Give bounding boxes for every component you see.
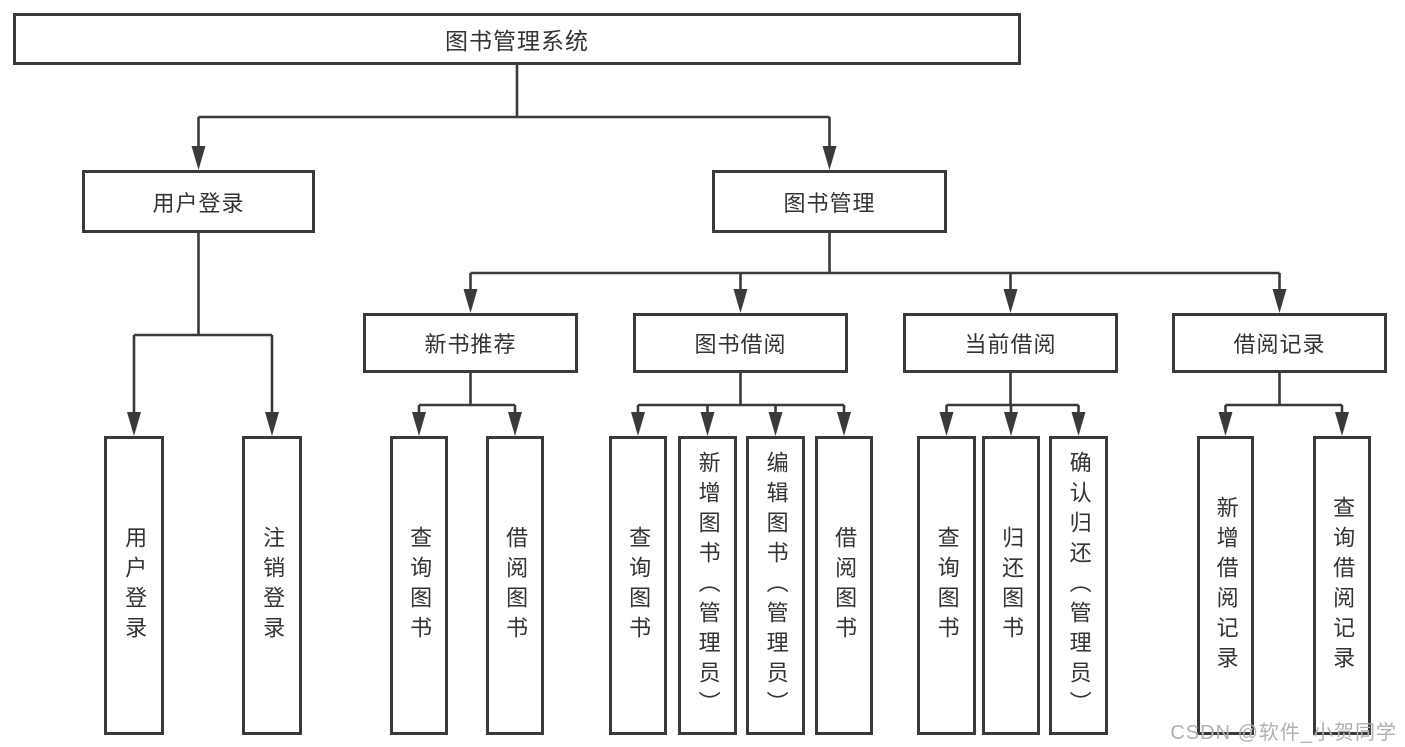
leaf-query-books-1: 查询图书 [390,436,448,735]
leaf-confirm-return-admin: 确认归还（管理员） [1049,436,1108,735]
leaf-query-books-3: 查询图书 [917,436,976,735]
node-label: 借阅记录 [1233,332,1326,357]
leaf-edit-book-admin: 编辑图书（管理员） [746,436,805,735]
leaf-return-books: 归还图书 [982,436,1040,735]
leaf-add-borrow-record: 新增借阅记录 [1197,436,1254,735]
leaf-add-book-admin: 新增图书（管理员） [678,436,737,735]
leaf-label: 用户登录 [122,525,148,646]
leaf-label: 新增借阅记录 [1213,495,1239,676]
node-label: 用户登录 [152,190,245,216]
leaf-label: 确认归还（管理员） [1066,450,1092,721]
leaf-borrow-books-2: 借阅图书 [815,436,873,735]
node-label: 当前借阅 [964,332,1057,357]
leaf-label: 注销登录 [260,525,286,646]
watermark: CSDN @软件_小贺同学 [1170,722,1397,744]
leaf-query-borrow-record: 查询借阅记录 [1313,436,1371,735]
node-label: 新书推荐 [424,332,517,357]
leaf-label: 查询图书 [407,525,433,646]
node-label: 图书借阅 [694,332,787,357]
node-root-system: 图书管理系统 [13,13,1021,65]
node-book-borrowing: 图书借阅 [633,313,848,373]
leaf-label: 查询借阅记录 [1330,495,1356,676]
leaf-label: 查询图书 [626,525,652,646]
node-label: 图书管理 [783,190,876,216]
leaf-label: 归还图书 [999,525,1025,646]
node-user-login-branch: 用户登录 [82,170,315,233]
leaf-label: 编辑图书（管理员） [763,450,789,721]
leaf-user-login: 用户登录 [104,436,164,735]
node-current-borrowing: 当前借阅 [903,313,1118,373]
node-root-label: 图书管理系统 [445,28,589,54]
leaf-logout: 注销登录 [242,436,302,735]
leaf-label: 借阅图书 [503,525,529,646]
leaf-label: 新增图书（管理员） [695,450,721,721]
node-borrowing-records: 借阅记录 [1172,313,1387,373]
leaf-borrow-books-1: 借阅图书 [486,436,544,735]
leaf-label: 查询图书 [934,525,960,646]
leaf-query-books-2: 查询图书 [609,436,667,735]
node-book-management-branch: 图书管理 [712,170,947,233]
leaf-label: 借阅图书 [832,525,858,646]
node-new-book-recommendation: 新书推荐 [363,313,578,373]
